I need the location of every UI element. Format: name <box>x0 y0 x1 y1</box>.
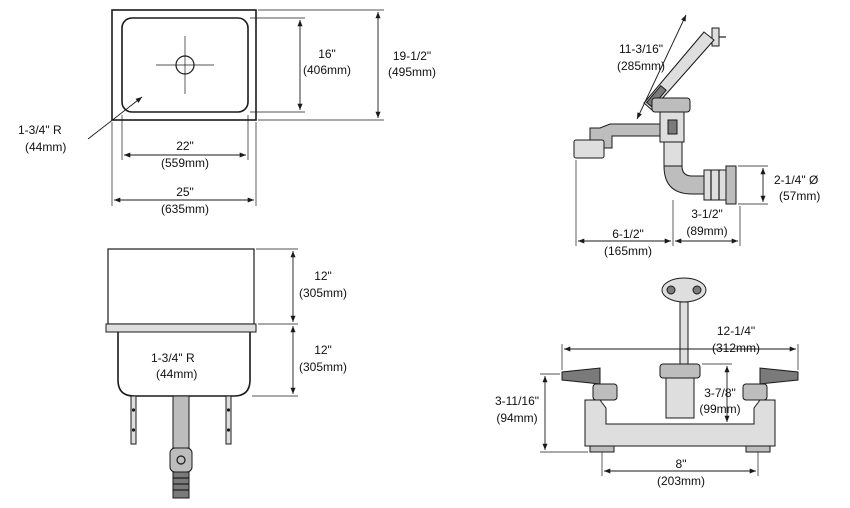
right-bracket <box>225 395 232 445</box>
supply-elbow <box>663 165 705 195</box>
radius-leader <box>87 96 143 140</box>
overall-depth-mm: (495mm) <box>388 65 436 79</box>
dim-arm-length <box>636 14 687 120</box>
front-radius-label: 1-3/4" R <box>151 351 195 365</box>
drain-trap <box>169 447 193 473</box>
drain-pipe <box>172 395 190 449</box>
sink-rim <box>105 323 257 333</box>
spout-reach-label: 6-1/2" <box>612 227 644 241</box>
inlet-diameter-label: 2-1/4" Ø <box>774 173 818 187</box>
right-inlet-stub <box>745 445 771 453</box>
centers-mm: (203mm) <box>657 474 705 488</box>
lower-height-mm: (305mm) <box>299 360 347 374</box>
faucet-height-mm: (94mm) <box>496 411 537 425</box>
handle-span-mm: (312mm) <box>712 341 760 355</box>
bowl-depth-label: 16" <box>318 47 336 61</box>
body-window <box>667 119 678 135</box>
hole <box>131 408 136 412</box>
spout-reach-mm: (165mm) <box>604 244 652 258</box>
faucet-front-view: 12-1/4" (312mm) 3-11/16" (94mm) 3-7/8" (… <box>495 277 799 488</box>
spout-height-mm: (99mm) <box>699 402 740 416</box>
sink-front-view: 1-3/4" R (44mm) 12" (305mm) 12" (305mm) <box>105 248 347 499</box>
bowl-width-mm: (559mm) <box>161 156 209 170</box>
overall-width-label: 25" <box>176 185 194 199</box>
spout-height-label: 3-7/8" <box>704 386 736 400</box>
top-radius-mm: (44mm) <box>25 140 66 154</box>
left-handle-base <box>592 383 618 401</box>
sink-top-view: 16" (406mm) 19-1/2" (495mm) 1-3/4" R (44… <box>18 9 436 216</box>
hook-screw <box>666 285 676 295</box>
hole <box>131 428 136 432</box>
trap-nut <box>176 455 186 465</box>
spout-body <box>665 377 695 419</box>
lower-height-label: 12" <box>314 343 332 357</box>
hook-screw <box>692 285 702 295</box>
spout-outlet <box>573 139 605 159</box>
inlet-nut <box>703 169 727 201</box>
bowl-depth-mm: (406mm) <box>303 63 351 77</box>
bowl-width-label: 22" <box>176 139 194 153</box>
sink-rim-outline <box>111 9 257 121</box>
wall-hook-plate <box>711 27 720 47</box>
right-handle-base <box>742 383 768 401</box>
front-radius-mm: (44mm) <box>156 367 197 381</box>
overall-depth-label: 19-1/2" <box>393 49 431 63</box>
left-bracket <box>130 395 137 445</box>
overall-width-mm: (635mm) <box>161 202 209 216</box>
faucet-head <box>651 97 691 113</box>
handle-span-label: 12-1/4" <box>717 324 755 338</box>
spout-cap <box>659 363 701 379</box>
inlet-flange <box>725 165 737 205</box>
arm-length-label: 11-3/16" <box>619 42 663 56</box>
body-depth-label: 3-1/2" <box>691 207 723 221</box>
faucet-body-bar <box>584 399 776 447</box>
top-radius-label: 1-3/4" R <box>18 123 62 137</box>
hole <box>226 408 231 412</box>
faucet-height-label: 3-11/16" <box>495 394 539 408</box>
left-handle-lever <box>561 367 601 385</box>
hole <box>226 428 231 432</box>
sink-bowl-outline <box>121 17 249 113</box>
faucet-riser <box>663 141 683 167</box>
inlet-diameter-mm: (57mm) <box>779 189 820 203</box>
arm-length-mm: (285mm) <box>617 59 665 73</box>
backsplash <box>107 248 255 325</box>
drain-threads <box>172 471 190 499</box>
upper-height-mm: (305mm) <box>299 286 347 300</box>
upper-height-label: 12" <box>314 269 332 283</box>
hook-rod <box>679 301 689 365</box>
right-handle-lever <box>759 367 799 385</box>
body-depth-mm: (89mm) <box>686 224 727 238</box>
left-inlet-stub <box>589 445 615 453</box>
centers-label: 8" <box>676 457 687 471</box>
faucet-side-view: 11-3/16" (285mm) 2-1/4" Ø (57mm) 6-1/2" … <box>573 14 820 258</box>
